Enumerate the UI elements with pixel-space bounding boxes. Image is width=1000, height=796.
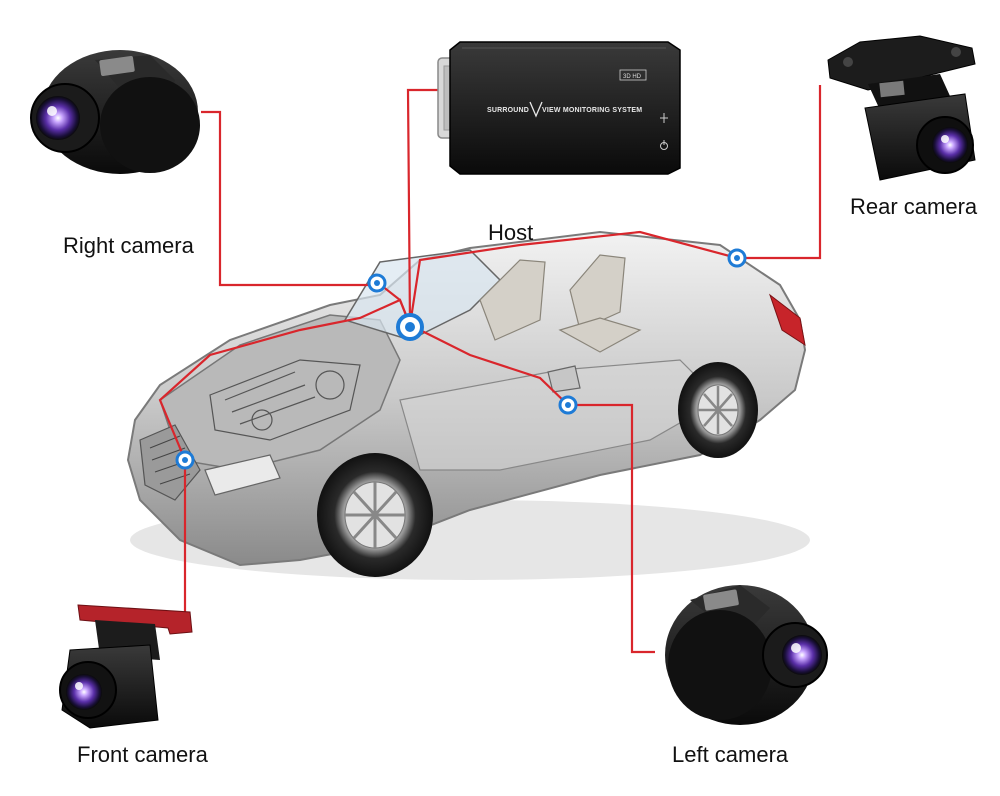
host-label: Host [488,220,534,245]
left-camera-leader [568,403,655,654]
host-title-part1: SURROUND [487,107,529,114]
front-camera-label: Front camera [77,742,208,767]
camera-lens-icon [916,116,974,174]
connector-dot-icon [367,273,387,293]
camera-lens-icon [762,622,828,688]
power-icon [660,140,668,150]
rear-camera-label: Rear camera [850,194,978,219]
connector-points [175,248,747,470]
left-camera-device [665,585,828,725]
connector-dot-icon [396,313,424,341]
rear-camera-harness [408,230,738,326]
left-camera-label: Left camera [672,742,789,767]
headlight [204,454,281,496]
convertible-car-illustration [126,230,810,580]
rear-wheel [678,362,758,458]
host-leader [406,88,445,326]
connector-dot-icon [727,248,747,268]
usb-icon [660,113,668,123]
front-wheel [317,453,433,577]
connector-dot-icon [558,395,578,415]
rear-camera-device [827,35,976,181]
connector-dot-icon [175,450,195,470]
left-camera-harness [409,324,569,406]
right-camera-leader [201,110,377,287]
tail-light [768,293,806,347]
camera-lens-icon [59,661,117,719]
host-badge: 3D HD [623,74,642,80]
engine-detail [209,359,361,441]
host-unit: SURROUND VIEW MONITORING SYSTEM 3D HD [437,41,681,175]
host-title-part2: VIEW MONITORING SYSTEM [542,107,642,114]
seats [479,254,642,353]
right-camera-device [30,50,200,174]
side-mirror [547,365,581,393]
rear-camera-leader [737,85,822,260]
front-camera-device [59,604,193,729]
camera-lens-icon [30,83,100,153]
right-camera-label: Right camera [63,233,194,258]
